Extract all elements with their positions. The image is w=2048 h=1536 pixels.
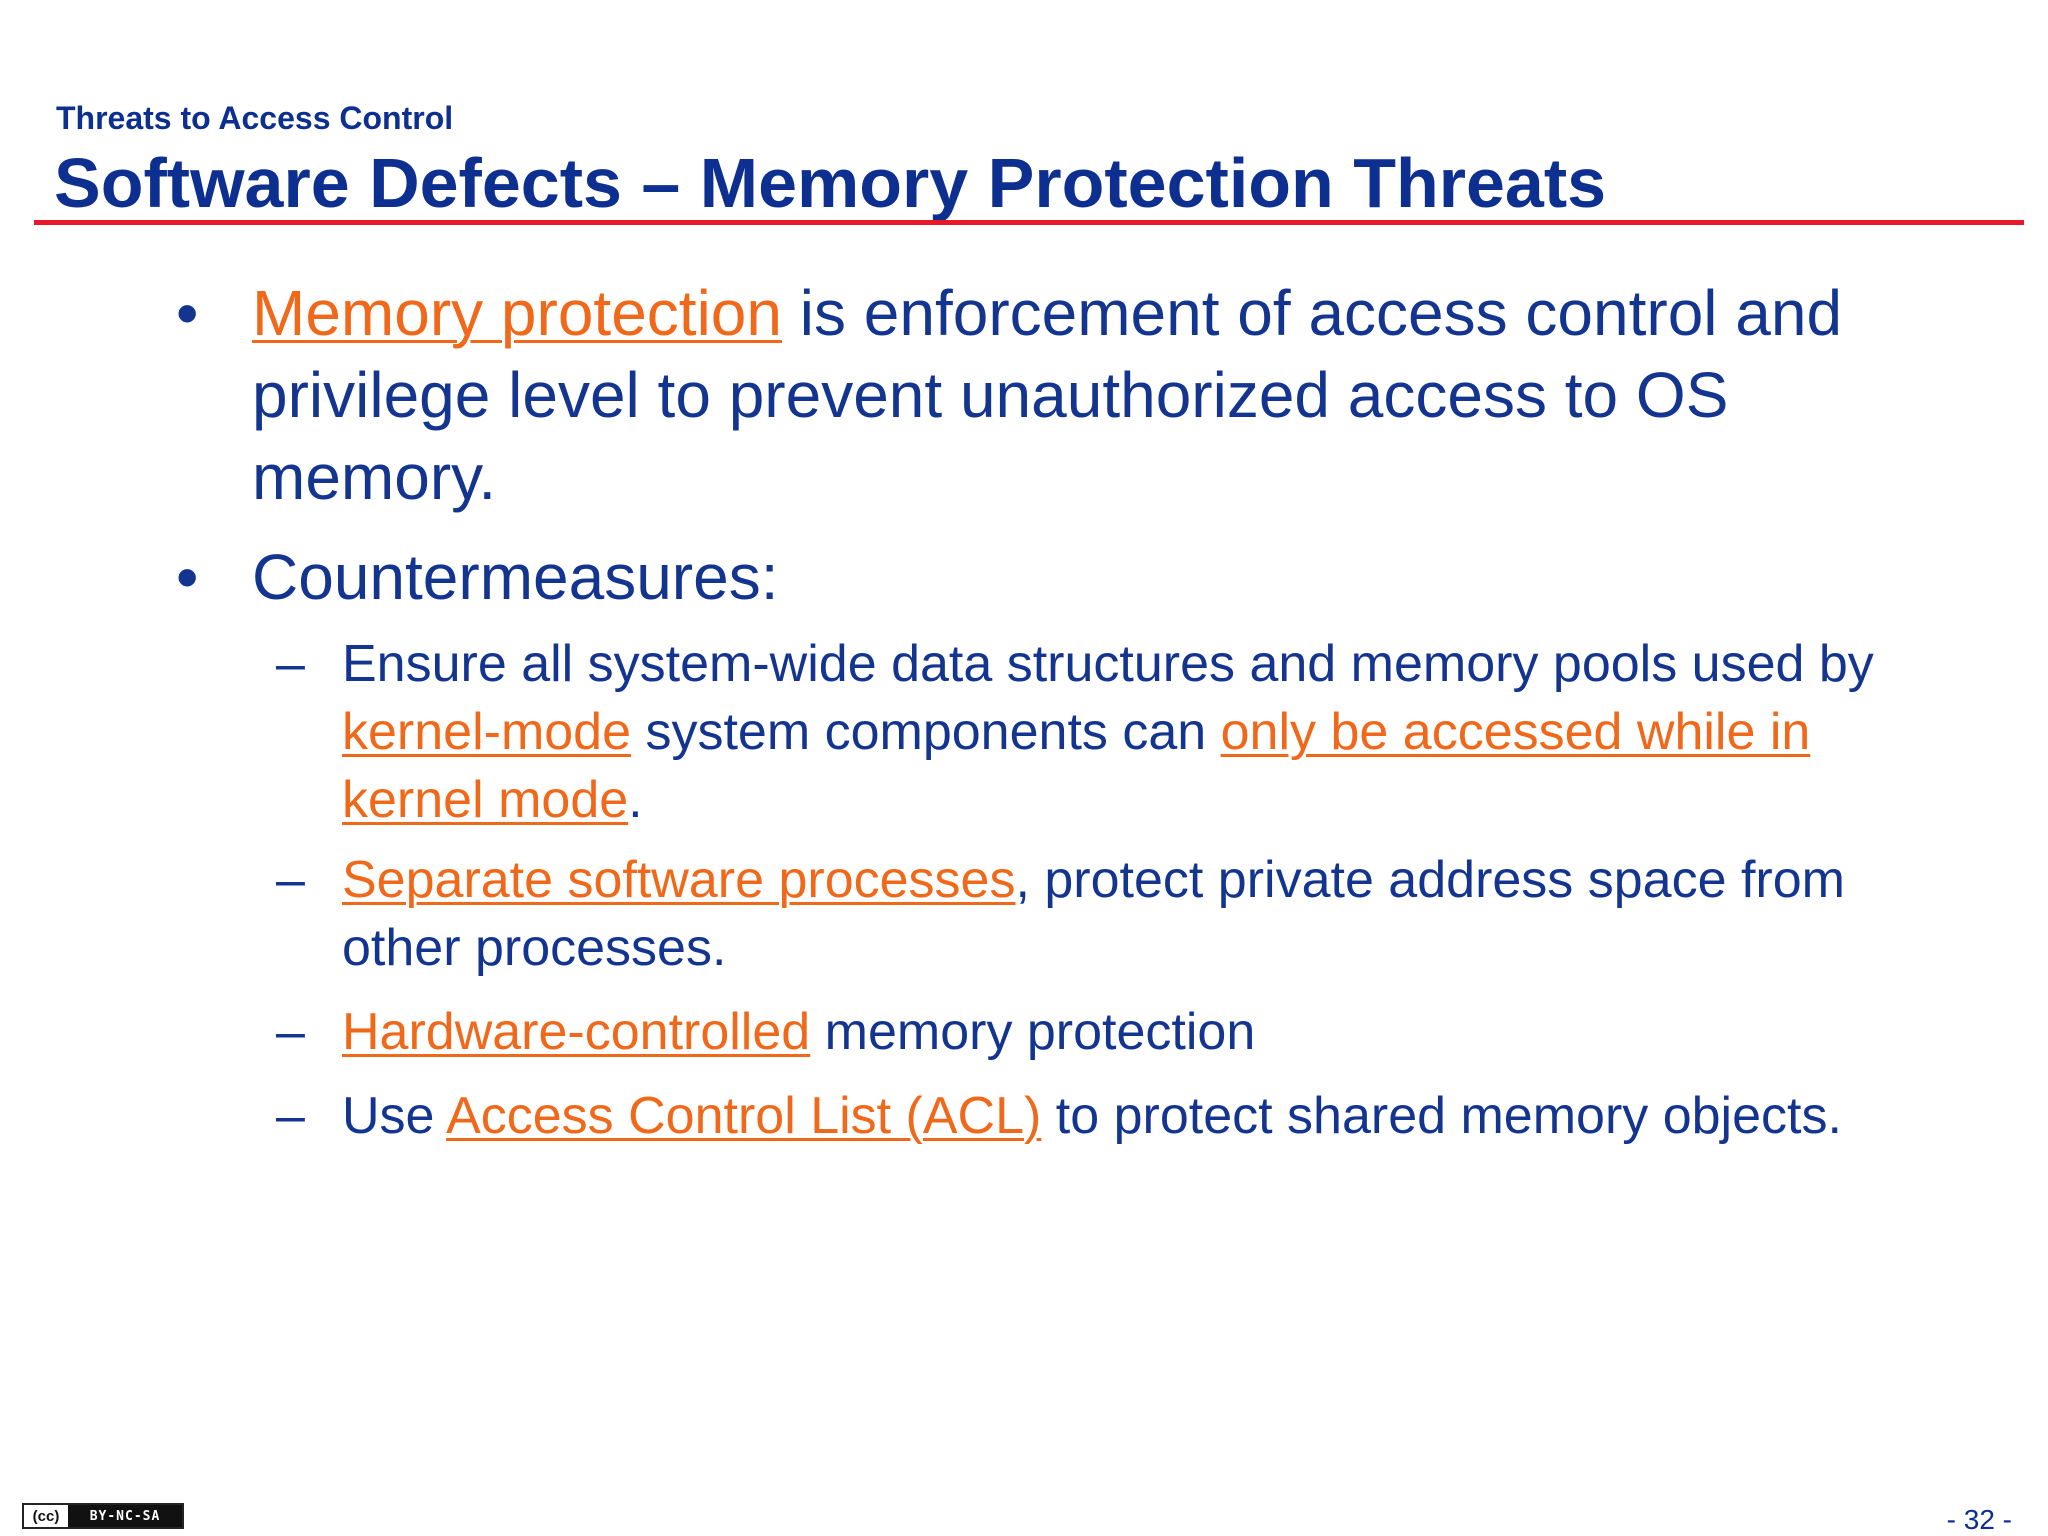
subbullet-text: to protect shared memory objects.	[1041, 1087, 1842, 1145]
bullet-text: is enforcement of access control and pri…	[252, 277, 1843, 513]
subbullet-text: , protect private address space from oth…	[342, 851, 1845, 977]
bullet-icon: •	[176, 277, 199, 349]
hardware-controlled-link[interactable]: Hardware-controlled	[342, 1003, 811, 1061]
subbullet-kernel-mode: – Ensure all system-wide data structures…	[276, 630, 1942, 834]
subbullet-acl: – Use Access Control List (ACL) to prote…	[276, 1082, 1942, 1150]
page-number: - 32 -	[1946, 1504, 2012, 1535]
cc-license-badge[interactable]: (cc) BY-NC-SA	[22, 1503, 184, 1529]
bullet-memory-protection: • Memory protection is enforcement of ac…	[176, 272, 1912, 518]
subbullet-text: Use	[342, 1087, 447, 1145]
memory-protection-link[interactable]: Memory protection	[252, 277, 782, 349]
bullet-countermeasures: • Countermeasures:	[176, 536, 1912, 618]
title-divider	[34, 220, 2024, 225]
subbullet-text: memory protection	[810, 1003, 1256, 1061]
subbullet-separate-processes: – Separate software processes, protect p…	[276, 846, 1942, 982]
dash-icon: –	[276, 1003, 305, 1061]
dash-icon: –	[276, 851, 305, 909]
slide-title: Software Defects – Memory Protection Thr…	[54, 144, 1607, 222]
subbullet-hardware-controlled: – Hardware-controlled memory protection	[276, 998, 1942, 1066]
subbullet-text: Ensure all system-wide data structures a…	[342, 635, 1874, 693]
kernel-mode-link[interactable]: kernel-mode	[342, 703, 632, 761]
creative-commons-icon: (cc)	[24, 1505, 68, 1527]
separate-processes-link[interactable]: Separate software processes	[342, 851, 1016, 909]
subbullet-text: .	[628, 771, 643, 829]
section-subtitle: Threats to Access Control	[56, 100, 454, 136]
subbullet-text: system components can	[631, 703, 1221, 761]
license-text: BY-NC-SA	[68, 1505, 182, 1527]
dash-icon: –	[276, 635, 305, 693]
bullet-text: Countermeasures:	[252, 541, 779, 613]
bullet-icon: •	[176, 541, 199, 613]
kernel-mode-access-link[interactable]: only be accessed while in kernel mode	[342, 703, 1811, 829]
dash-icon: –	[276, 1087, 305, 1145]
acl-link[interactable]: Access Control List (ACL)	[446, 1087, 1042, 1145]
